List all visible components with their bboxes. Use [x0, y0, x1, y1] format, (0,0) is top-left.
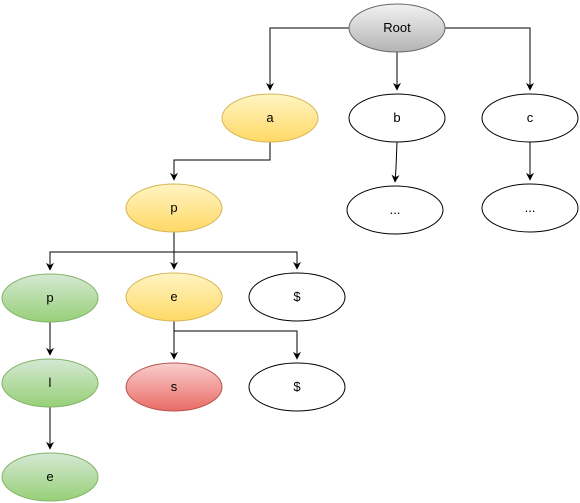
node-b_more: ... — [346, 185, 444, 235]
node-label-e2: e — [46, 469, 53, 484]
node-c_more: ... — [481, 183, 579, 233]
node-root: Root — [348, 3, 446, 53]
node-label-c_more: ... — [525, 200, 536, 215]
node-label-p2: p — [46, 290, 53, 305]
node-a: a — [221, 93, 319, 143]
node-end2: $ — [248, 362, 346, 412]
node-p2: p — [1, 273, 99, 323]
node-label-c: c — [527, 110, 534, 125]
node-label-l: l — [49, 375, 52, 390]
node-shape-end1 — [248, 272, 346, 322]
node-label-end1: $ — [293, 289, 301, 304]
node-label-p1: p — [170, 200, 177, 215]
edge-root-to-c — [444, 27, 534, 91]
node-label-b_more: ... — [390, 202, 401, 217]
edge-b-to-b_more — [391, 141, 400, 183]
node-l: l — [1, 358, 99, 408]
node-e2: e — [1, 452, 99, 502]
edge-e1-to-end2 — [174, 330, 301, 360]
node-shape-c_more — [481, 183, 579, 233]
node-label-end2: $ — [293, 379, 301, 394]
edge-a-to-p1 — [170, 142, 271, 181]
node-label-b: b — [393, 110, 400, 125]
node-shape-root — [348, 3, 446, 53]
node-label-root: Root — [383, 20, 411, 35]
node-c: c — [481, 93, 579, 143]
node-label-a: a — [266, 110, 274, 125]
node-shape-c — [481, 93, 579, 143]
node-shape-b_more — [346, 185, 444, 235]
node-s: s — [125, 362, 223, 412]
edge-p1-to-end1 — [174, 251, 301, 270]
node-shape-e2 — [1, 452, 99, 502]
node-shape-l — [1, 358, 99, 408]
edge-root-to-a — [266, 27, 350, 91]
node-shape-s — [125, 362, 223, 412]
node-shape-p1 — [125, 183, 223, 233]
node-shape-e1 — [125, 272, 223, 322]
node-label-e1: e — [170, 289, 177, 304]
edge-layer — [46, 27, 534, 450]
node-layer: Root a b c...... p p e $ l s $ e — [1, 3, 579, 502]
node-e1: e — [125, 272, 223, 322]
node-shape-a — [221, 93, 319, 143]
node-label-s: s — [171, 379, 178, 394]
node-end1: $ — [248, 272, 346, 322]
edge-p1-to-p2 — [46, 232, 175, 271]
node-b: b — [348, 93, 446, 143]
node-shape-p2 — [1, 273, 99, 323]
node-shape-b — [348, 93, 446, 143]
node-shape-end2 — [248, 362, 346, 412]
node-p1: p — [125, 183, 223, 233]
